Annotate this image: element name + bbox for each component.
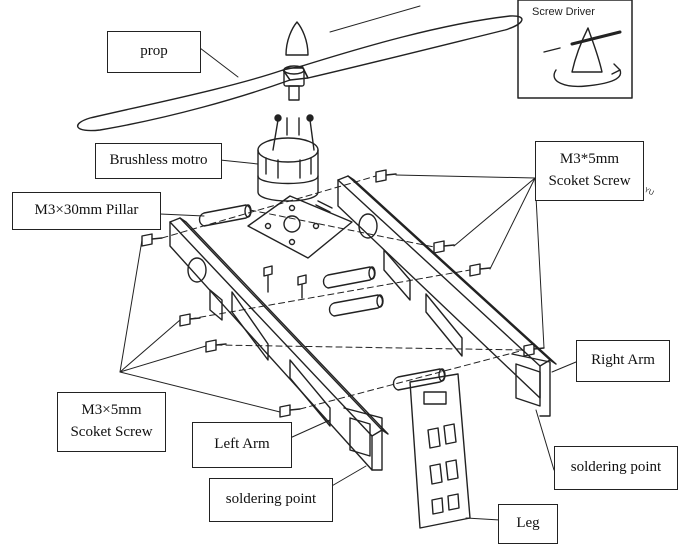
right-arm-drawing (337, 175, 557, 417)
assembly-guides (161, 175, 525, 410)
screwdriver-inset (517, 0, 633, 99)
leg-label: Leg (498, 504, 558, 544)
left-arm-drawing (169, 217, 389, 471)
left-arm-label-text: Left Arm (214, 436, 270, 453)
right-soldering-label-text: soldering point (570, 459, 662, 476)
top-screw-label-line1: M3*5mm (559, 151, 620, 168)
motor-mount-plate-drawing (247, 195, 353, 259)
right-soldering-label: soldering point (554, 446, 678, 490)
left-soldering-label: soldering point (209, 478, 333, 522)
screws-drawing (141, 169, 545, 418)
screwdriver-inset-title: Screw Driver (532, 6, 595, 18)
left-screw-label: M3×5mm Scoket Screw (57, 392, 166, 452)
left-soldering-label-text: soldering point (225, 491, 317, 508)
leg-label-text: Leg (516, 515, 540, 532)
leg-drawing (409, 373, 471, 529)
left-screw-label-line2: Scoket Screw (70, 424, 153, 440)
top-screw-label-line2: Scoket Screw (548, 173, 631, 189)
top-screw-label: M3*5mm Scoket Screw (535, 141, 644, 201)
brushless-motor-drawing (257, 114, 319, 202)
pillar-label: M3×30mm Pillar (12, 192, 161, 230)
prop-label-text: prop (140, 43, 168, 60)
leader-lines (119, 5, 577, 521)
pillar-label-text: M3×30mm Pillar (34, 202, 139, 219)
right-arm-label-text: Right Arm (591, 352, 655, 369)
right-arm-label: Right Arm (576, 340, 670, 382)
prop-label: prop (107, 31, 201, 73)
pillars-drawing (198, 204, 446, 391)
left-screw-label-line1: M3×5mm (81, 402, 142, 419)
brushless-motor-label-text: Brushless motro (109, 152, 208, 169)
brushless-motor-label: Brushless motro (95, 143, 222, 179)
left-arm-label: Left Arm (192, 422, 292, 468)
spinner-nut-drawing (283, 21, 309, 101)
